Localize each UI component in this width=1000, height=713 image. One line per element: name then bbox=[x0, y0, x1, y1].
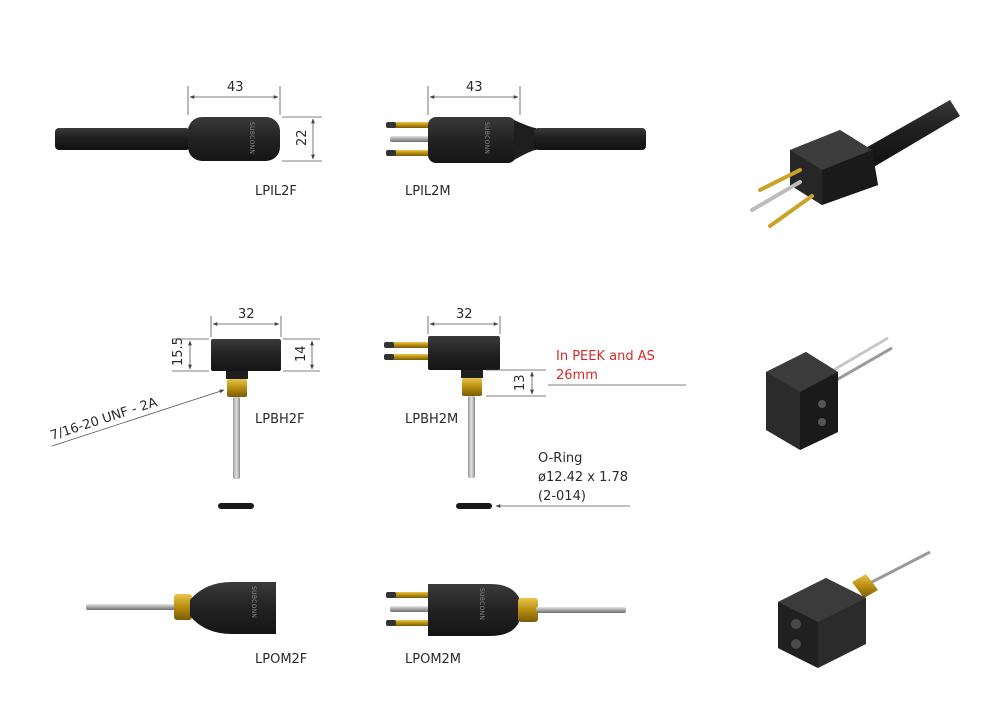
lpil2f-width-dim: 43 bbox=[227, 80, 244, 95]
lpbh2f-oring bbox=[218, 503, 254, 509]
lpom2f-brass-collar bbox=[174, 594, 192, 620]
lpbh2m-iso-view bbox=[766, 336, 893, 450]
lpom2f-label: LPOM2F bbox=[255, 652, 307, 667]
lpil2f-drawing: SUBCONN 43 22 LPIL2F bbox=[55, 80, 322, 199]
lpil2m-pin-top bbox=[390, 122, 430, 128]
lpbh2m-width-dim: 32 bbox=[456, 307, 473, 322]
lpbh2m-oring bbox=[456, 503, 492, 509]
lpbh2f-rod bbox=[233, 397, 240, 479]
lpom2m-brand-mark: SUBCONN bbox=[478, 588, 485, 620]
oring-note-line3: (2-014) bbox=[538, 489, 586, 504]
lpil2m-label: LPIL2M bbox=[405, 184, 451, 199]
lpil2m-brand-mark: SUBCONN bbox=[483, 122, 490, 154]
lpil2f-label: LPIL2F bbox=[255, 184, 297, 199]
lpil2f-cable bbox=[55, 128, 190, 150]
lpil2m-cable bbox=[534, 128, 646, 150]
lpom2f-wire bbox=[86, 604, 182, 610]
lpil2m-iso-view bbox=[750, 100, 960, 228]
lpbh2f-thread bbox=[227, 379, 247, 397]
lpbh2m-stem-dim: 13 bbox=[513, 374, 528, 391]
lpil2f-body bbox=[188, 117, 280, 161]
lpom2f-brand-mark: SUBCONN bbox=[250, 586, 257, 618]
material-note-line1: In PEEK and AS bbox=[556, 349, 655, 364]
lpbh2f-label: LPBH2F bbox=[255, 412, 305, 427]
lpom2f-body bbox=[190, 582, 276, 634]
lpom2m-wire bbox=[536, 607, 626, 613]
lpom2m-pin-mid bbox=[390, 606, 430, 612]
lpbh2f-width-dim: 32 bbox=[238, 307, 255, 322]
lpil2m-pin-bottom bbox=[390, 150, 430, 156]
lpbh2f-drawing: 32 15.5 14 7/16-20 UNF - 2A LPBH2F bbox=[49, 307, 320, 509]
lpom2m-body bbox=[428, 584, 520, 636]
oring-note-line1: O-Ring bbox=[538, 451, 582, 466]
lpom2m-brass-collar bbox=[518, 598, 538, 622]
lpbh2f-body bbox=[211, 339, 281, 371]
lpbh2m-label: LPBH2M bbox=[405, 412, 458, 427]
lpom2m-pin-bottom bbox=[390, 620, 430, 626]
lpbh2f-right-height-dim: 14 bbox=[294, 345, 309, 362]
lpbh2m-thread bbox=[462, 378, 482, 396]
lpbh2m-pin-top bbox=[388, 342, 432, 348]
lpom2f-iso-view bbox=[778, 550, 931, 668]
thread-spec-annotation: 7/16-20 UNF - 2A bbox=[49, 395, 160, 444]
lpom2m-drawing: SUBCONN LPOM2M bbox=[386, 584, 626, 667]
lpbh2m-pin-bottom bbox=[388, 354, 432, 360]
lpbh2f-nut bbox=[226, 371, 248, 379]
oring-note-line2: ø12.42 x 1.78 bbox=[538, 470, 628, 485]
lpbh2f-left-height-dim: 15.5 bbox=[171, 337, 186, 366]
material-note-line2: 26mm bbox=[556, 368, 598, 383]
lpil2f-brand-mark: SUBCONN bbox=[248, 122, 255, 154]
lpil2m-width-dim: 43 bbox=[466, 80, 483, 95]
lpil2m-body bbox=[428, 117, 516, 163]
lpom2m-label: LPOM2M bbox=[405, 652, 461, 667]
lpom2f-drawing: SUBCONN LPOM2F bbox=[86, 582, 307, 667]
lpom2m-pin-top bbox=[390, 592, 430, 598]
lpbh2m-rod bbox=[468, 396, 475, 478]
lpbh2m-drawing: 32 13 In PEEK and AS 26mm O-Ring ø12.42 … bbox=[384, 307, 686, 509]
lpbh2m-nut bbox=[461, 370, 483, 378]
lpbh2m-body bbox=[428, 336, 500, 370]
lpil2m-pin-mid bbox=[390, 136, 430, 142]
lpil2m-drawing: SUBCONN 43 LPIL2M bbox=[386, 80, 646, 199]
lpil2f-height-dim: 22 bbox=[295, 129, 310, 146]
